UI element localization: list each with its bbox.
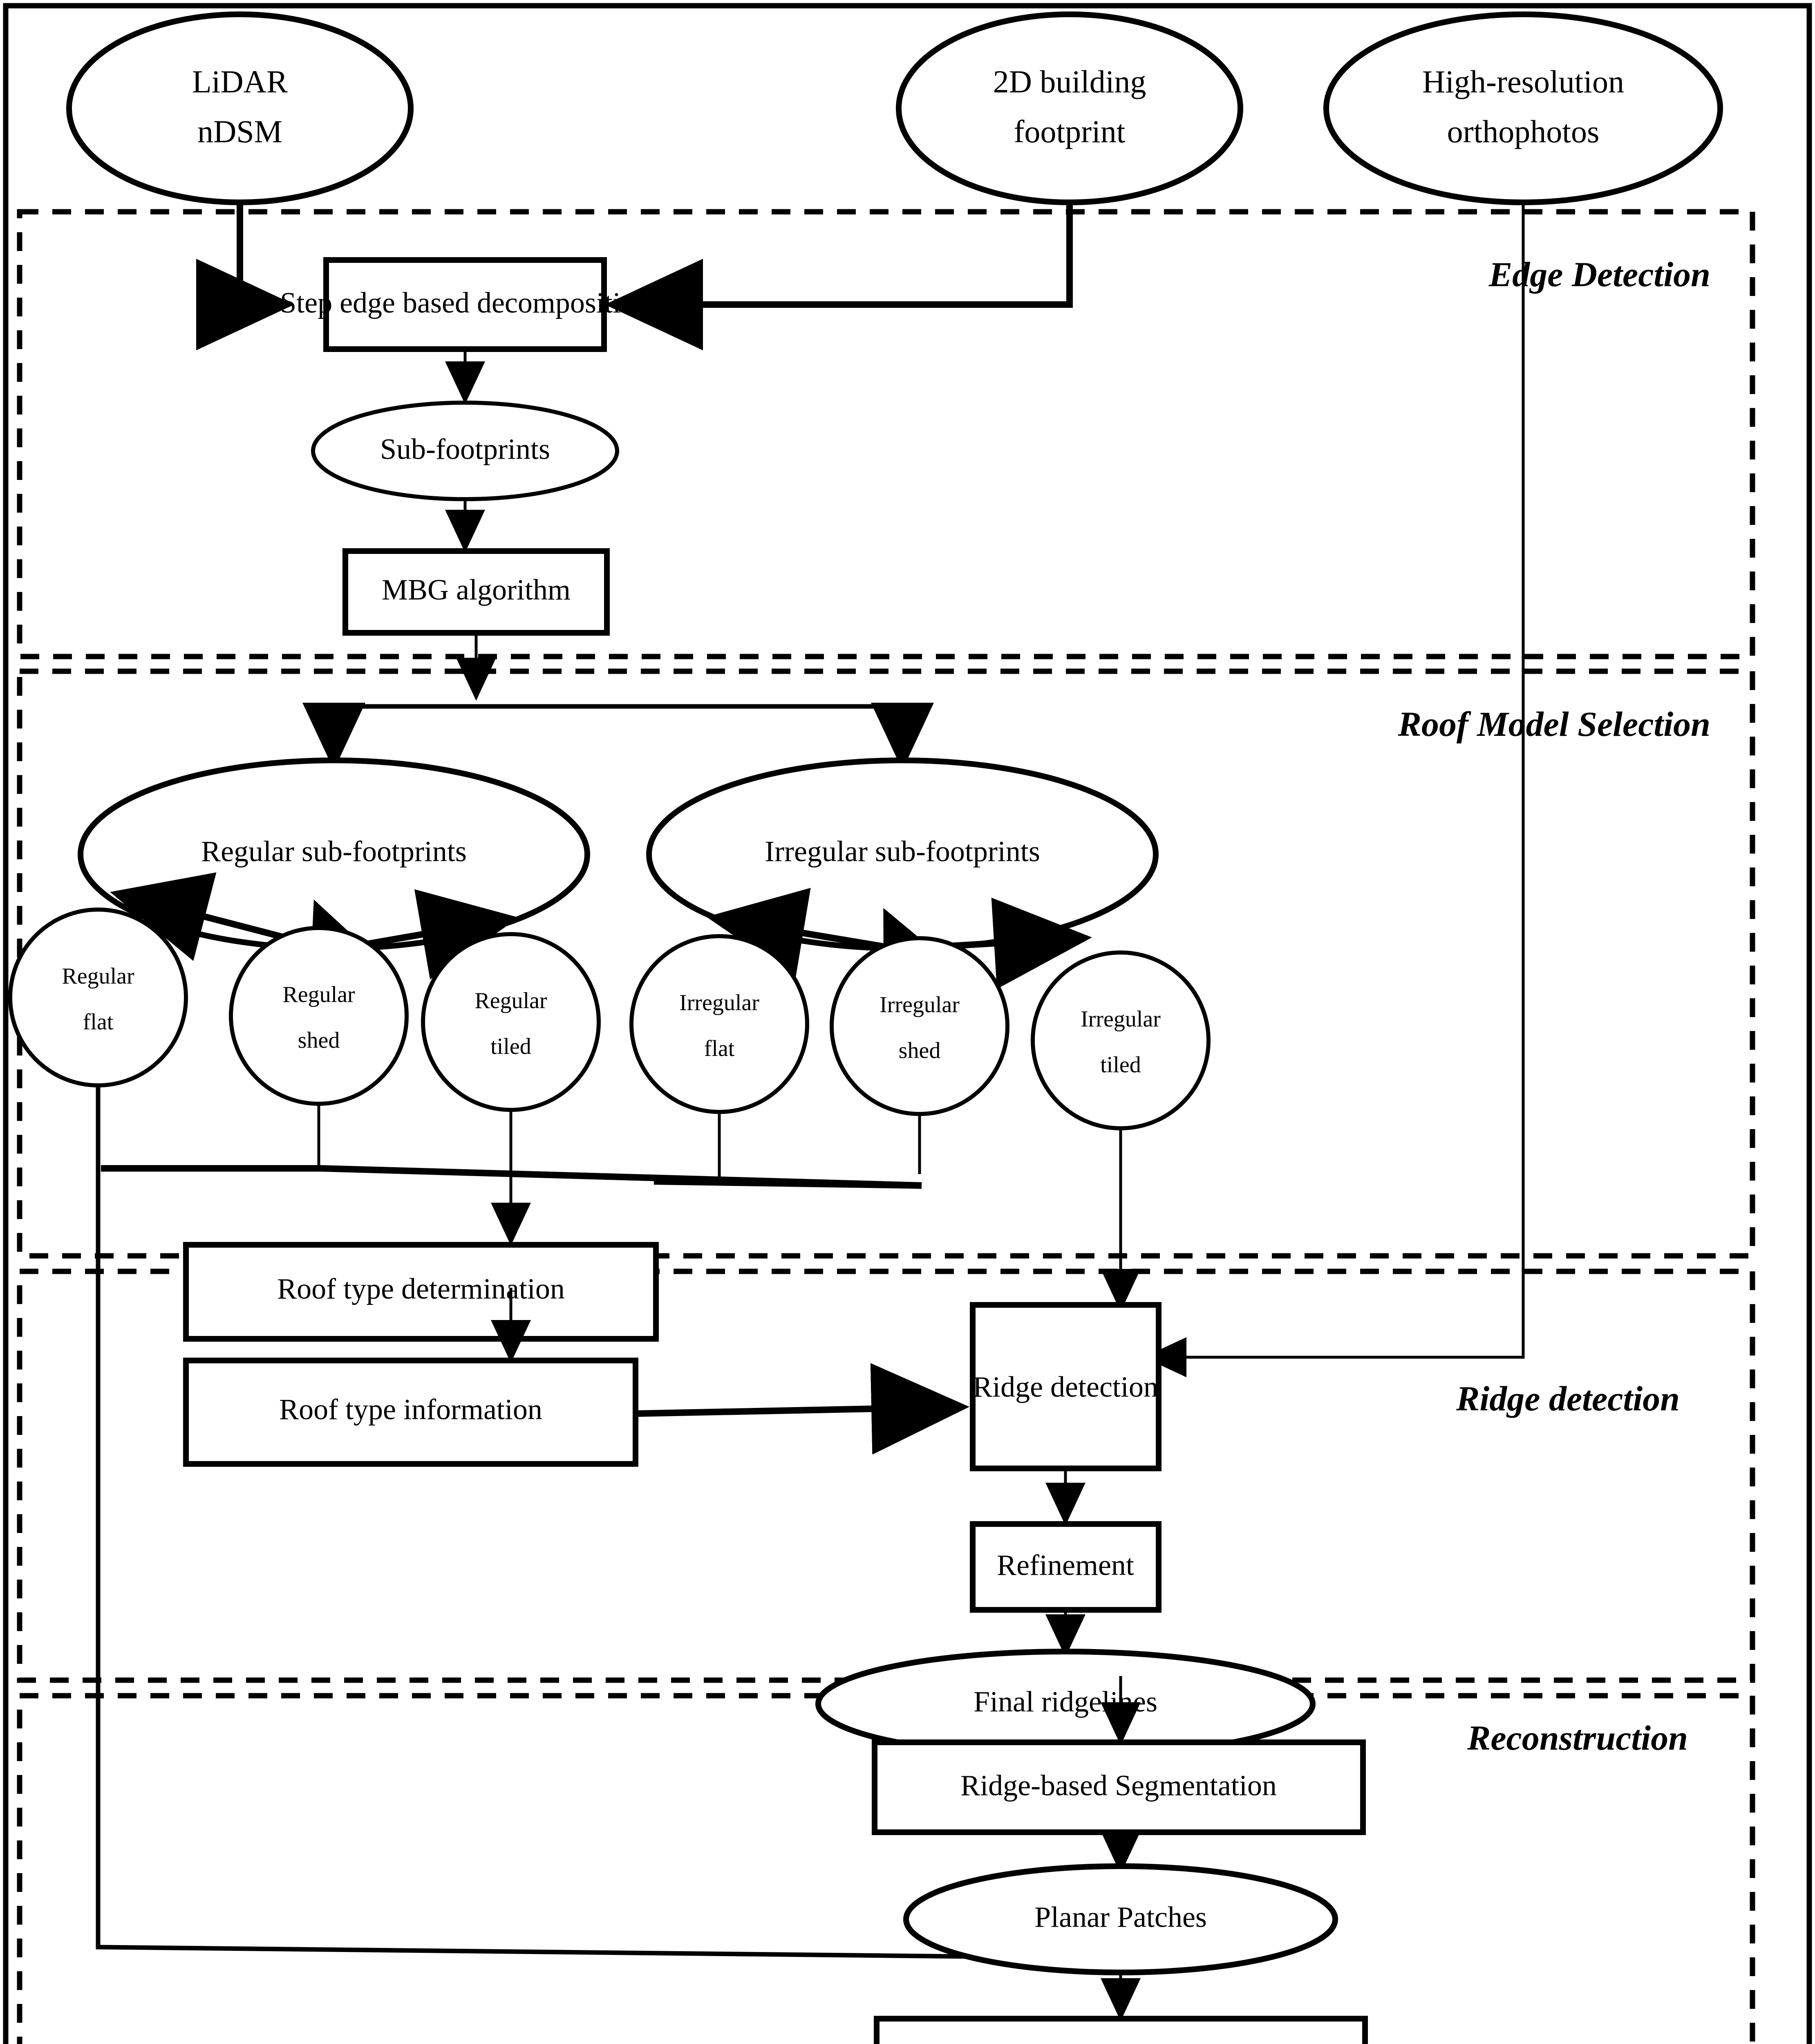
node-mbg-algorithm-label: MBG algorithm xyxy=(382,574,571,606)
connector-irregular-to-irregular-flat xyxy=(706,888,896,978)
connector-lidar-to-step-edge xyxy=(196,202,294,350)
node-step-edge-decomposition[interactable] xyxy=(323,257,607,352)
node-regular-sub-footprints-label: Regular sub-footprints xyxy=(201,835,467,868)
node-roof-type-information[interactable] xyxy=(183,1358,638,1467)
node-building-footprint[interactable] xyxy=(896,11,1243,205)
node-lidar-ndsm-line1: LiDAR xyxy=(192,64,288,99)
node-regular-flat-line1: Regular xyxy=(62,964,134,989)
node-ridge-detection[interactable] xyxy=(970,1302,1162,1471)
node-regular-tiled-line2: tiled xyxy=(490,1034,531,1059)
connector-regular-flat-to-3d-reconstruction xyxy=(96,1085,1121,1961)
node-orthophotos[interactable] xyxy=(1323,11,1723,205)
node-orthophotos-line2: orthophotos xyxy=(1447,114,1600,149)
node-regular-tiled-line1: Regular xyxy=(474,988,547,1013)
connector-footprint-to-step-edge xyxy=(605,202,1073,350)
node-irregular-flat[interactable] xyxy=(629,934,809,1114)
node-ridge-based-segmentation[interactable] xyxy=(872,1739,1366,1835)
node-3d-reconstruction[interactable] xyxy=(874,2016,1368,2044)
section-label-reconstruction: Reconstruction xyxy=(1467,1718,1688,1757)
node-building-footprint-line2: footprint xyxy=(1014,114,1126,149)
node-planar-patches-label: Planar Patches xyxy=(1034,1901,1207,1934)
node-irregular-shed[interactable] xyxy=(830,936,1009,1116)
node-roof-type-information-label: Roof type information xyxy=(279,1393,542,1426)
node-orthophotos-line1: High-resolution xyxy=(1422,64,1624,99)
node-regular-flat-line2: flat xyxy=(83,1009,114,1035)
node-lidar-ndsm-line2: nDSM xyxy=(197,114,282,149)
outer-border xyxy=(3,3,1812,2044)
section-label-ridge-detection: Ridge detection xyxy=(1456,1379,1680,1418)
node-ridge-detection-label: Ridge detection xyxy=(973,1371,1158,1403)
node-regular-shed-line1: Regular xyxy=(282,982,355,1007)
node-irregular-flat-line1: Irregular xyxy=(679,990,759,1015)
node-refinement[interactable] xyxy=(970,1521,1162,1613)
connector-orthophotos-to-ridge-detection xyxy=(1144,176,1525,1377)
node-irregular-shed-line1: Irregular xyxy=(880,992,960,1018)
node-irregular-sub-footprints-label: Irregular sub-footprints xyxy=(765,835,1040,868)
connector-roof-type-information-to-ridge-detection xyxy=(635,1363,969,1455)
node-roof-type-determination[interactable] xyxy=(183,1242,659,1342)
node-irregular-flat-line2: flat xyxy=(704,1036,735,1061)
node-step-edge-decomposition-label: Step edge based decomposition xyxy=(280,287,650,319)
node-building-footprint-line1: 2D building xyxy=(993,64,1146,99)
section-label-edge-detection: Edge Detection xyxy=(1488,255,1710,294)
node-regular-tiled[interactable] xyxy=(421,932,601,1112)
section-box-edge-detection xyxy=(17,209,1755,659)
node-mbg-algorithm[interactable] xyxy=(342,548,610,636)
node-regular-shed[interactable] xyxy=(229,926,409,1106)
connector-roof-type-merge-bus-right xyxy=(653,1178,922,1189)
section-box-roof-model-selection xyxy=(17,668,1755,1259)
node-ridge-based-segmentation-label: Ridge-based Segmentation xyxy=(960,1769,1277,1802)
node-irregular-tiled-line2: tiled xyxy=(1100,1052,1141,1078)
node-sub-footprints-label: Sub-footprints xyxy=(380,433,550,466)
node-irregular-shed-line2: shed xyxy=(899,1038,941,1063)
node-irregular-tiled[interactable] xyxy=(1031,950,1211,1130)
node-regular-shed-line2: shed xyxy=(298,1028,340,1053)
section-label-roof-model-selection: Roof Model Selection xyxy=(1398,704,1710,744)
node-roof-type-determination-label: Roof type determination xyxy=(277,1273,565,1305)
node-lidar-ndsm[interactable] xyxy=(66,11,414,205)
node-regular-flat[interactable] xyxy=(8,908,188,1087)
node-refinement-label: Refinement xyxy=(997,1549,1134,1582)
node-irregular-tiled-line1: Irregular xyxy=(1081,1006,1161,1032)
node-final-ridgelines-label: Final ridgelines xyxy=(974,1685,1157,1718)
